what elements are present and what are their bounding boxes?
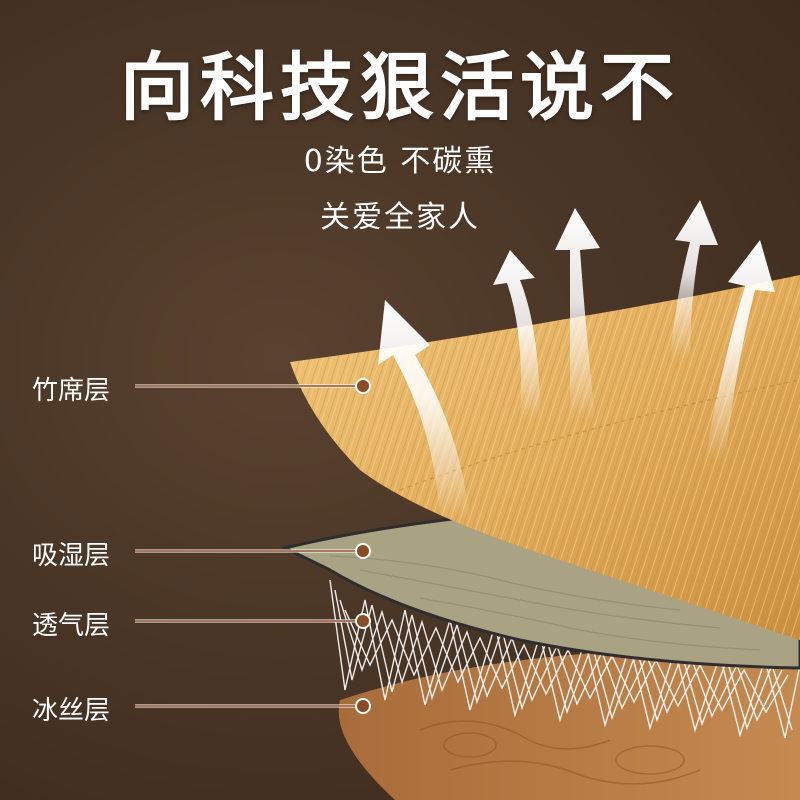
layer-pointers xyxy=(135,378,371,714)
pointer-dot-ice-silk xyxy=(355,698,371,714)
subheadline-no-dye: 0染色 不碳熏 xyxy=(303,144,497,179)
layer-label-ice-silk: 冰丝层 xyxy=(32,696,111,726)
layer-label-breathable: 透气层 xyxy=(32,611,111,641)
steam-arrow-icon xyxy=(555,208,600,420)
steam-arrow-icon xyxy=(378,300,470,520)
headline: 向科技狠活说不 xyxy=(120,45,680,131)
steam-arrow-icon xyxy=(493,250,540,420)
layer-label-moisture: 吸湿层 xyxy=(32,541,111,571)
pointer-dot-moisture xyxy=(355,543,371,559)
steam-arrow-icon xyxy=(670,200,718,360)
pointer-dot-breathable xyxy=(355,613,371,629)
layer-label-bamboo: 竹席层 xyxy=(32,376,111,406)
steam-arrow-icon xyxy=(705,240,775,460)
steam-arrows xyxy=(378,200,775,520)
subheadline-family-care: 关爱全家人 xyxy=(320,200,480,235)
pointer-dot-bamboo xyxy=(355,378,371,394)
